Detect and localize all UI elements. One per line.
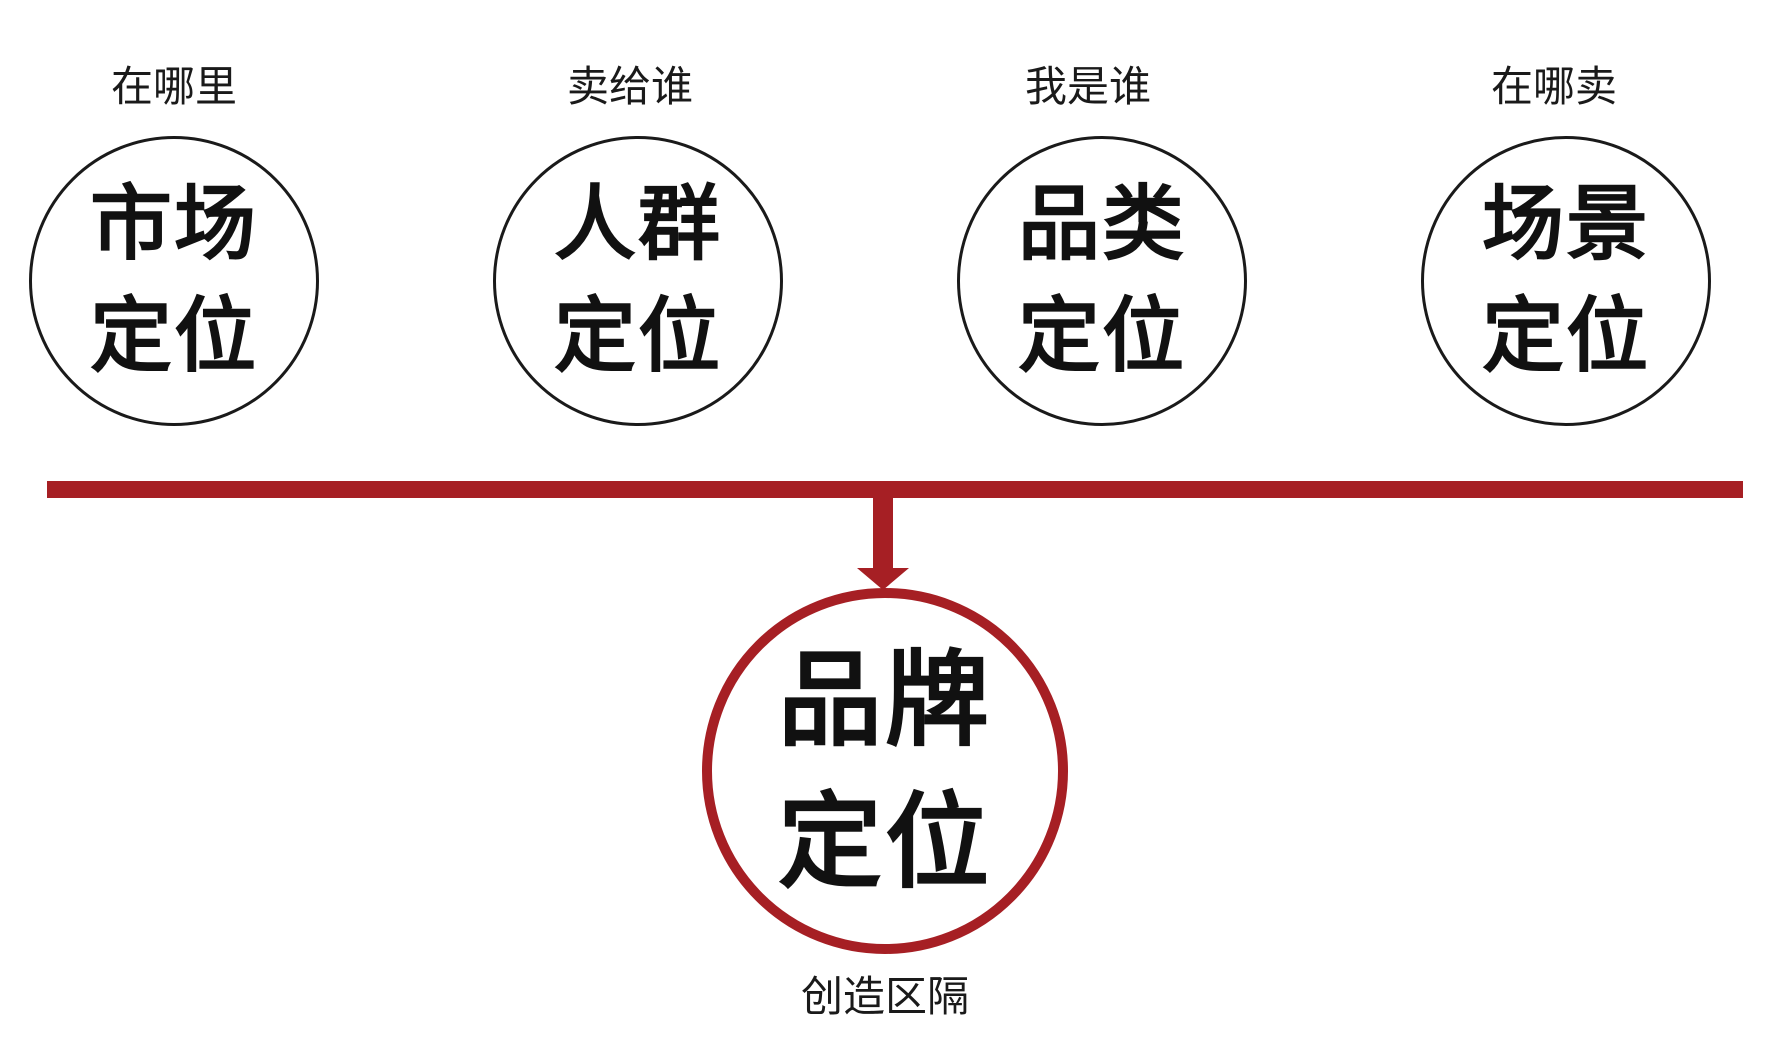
node-label-scenario-line2: 定位 [1481, 289, 1650, 384]
node-circle-scenario: 场景 定位 [1421, 136, 1711, 426]
node-question-category: 我是谁 [1024, 62, 1151, 111]
result-circle-brand: 品牌 定位 [702, 588, 1068, 954]
node-label-category-line2: 定位 [1017, 289, 1186, 384]
arrow-down-icon [857, 568, 909, 590]
node-circle-audience: 人群 定位 [493, 136, 783, 426]
node-question-audience: 卖给谁 [566, 62, 693, 111]
result-label-line1: 品牌 [777, 639, 992, 761]
node-label-audience-line2: 定位 [553, 289, 722, 384]
node-label-scenario-line1: 场景 [1481, 177, 1650, 272]
node-label-audience-line1: 人群 [553, 177, 722, 272]
node-label-category-line1: 品类 [1017, 177, 1186, 272]
node-question-scenario: 在哪卖 [1490, 62, 1617, 111]
node-circle-category: 品类 定位 [957, 136, 1247, 426]
node-circle-market: 市场 定位 [29, 136, 319, 426]
result-label-line2: 定位 [777, 781, 992, 903]
node-label-market-line2: 定位 [89, 289, 258, 384]
arrow-stem [873, 496, 893, 572]
node-label-market-line1: 市场 [89, 177, 258, 272]
connector-bar [47, 481, 1743, 498]
node-question-market: 在哪里 [110, 62, 237, 111]
result-caption: 创造区隔 [800, 972, 969, 1021]
